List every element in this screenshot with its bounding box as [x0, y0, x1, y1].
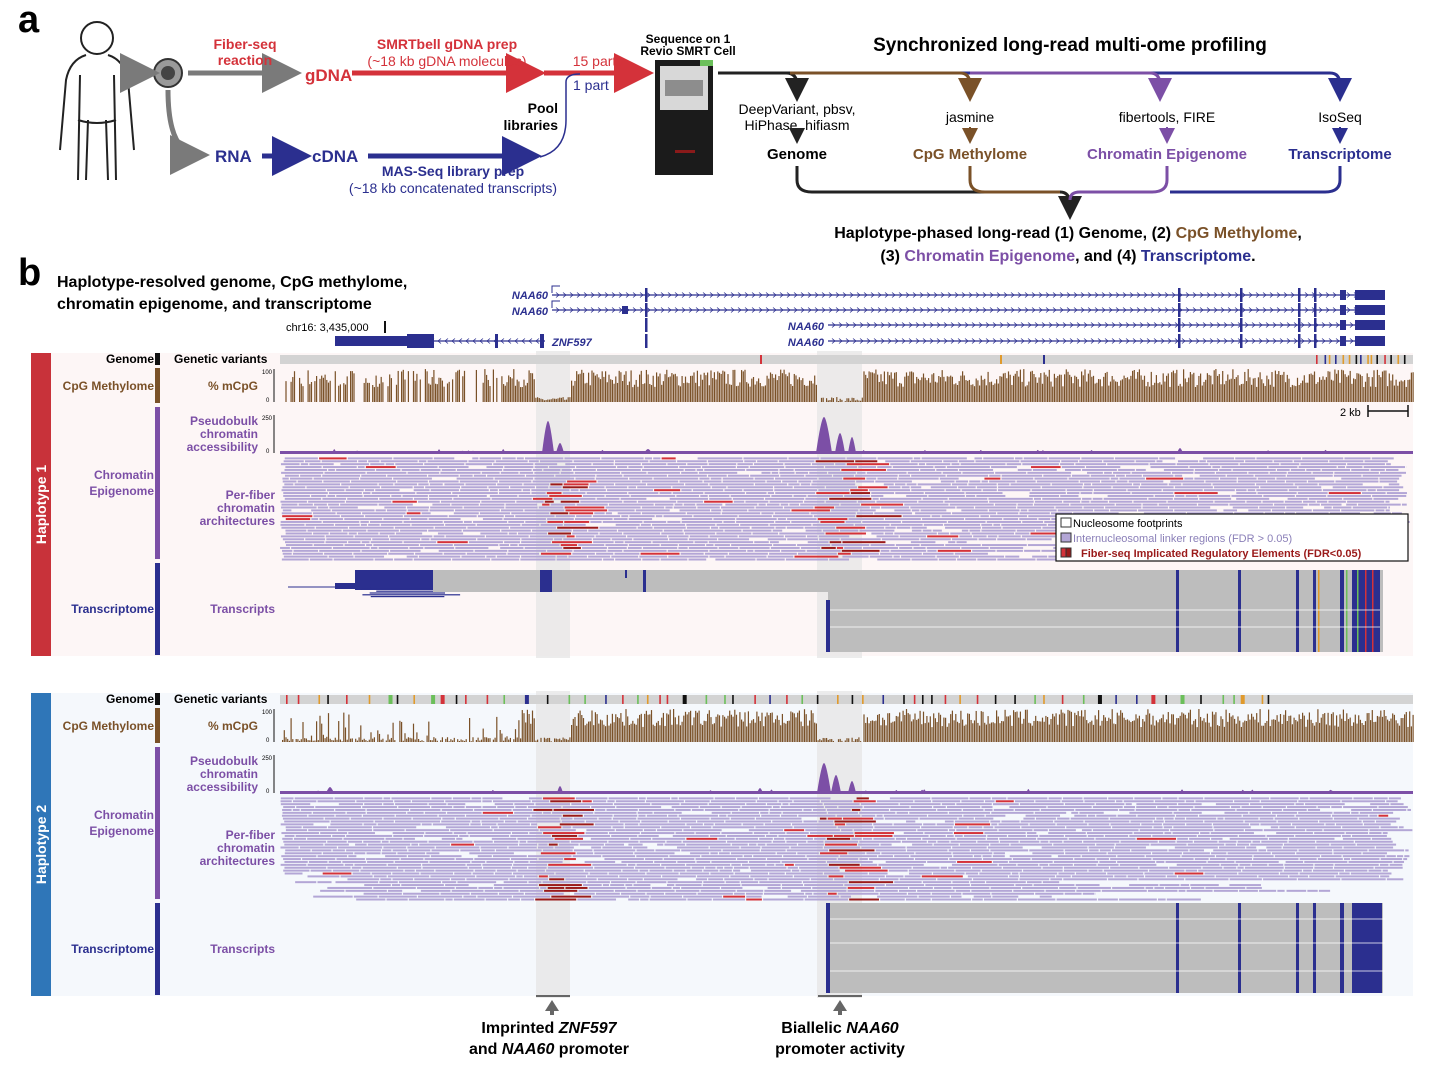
tool-transcript: IsoSeq	[1318, 109, 1362, 125]
track-label-pseudobulk: Pseudobulk	[190, 414, 258, 428]
svg-text:100: 100	[262, 710, 273, 716]
track-label-perfiber: chromatin	[217, 841, 275, 855]
legend-fire: Fiber-seq Implicated Regulatory Elements…	[1081, 548, 1362, 560]
tool-chromatin: fibertools, FIRE	[1119, 109, 1215, 125]
coordinate-label: chr16: 3,435,000	[286, 322, 369, 334]
svg-text:0: 0	[266, 398, 270, 404]
track-label-pseudobulk: accessibility	[187, 780, 259, 794]
gene-naa60-1: NAA60	[512, 290, 549, 302]
sequencer-icon	[655, 60, 713, 175]
fiberseq-label-1: Fiber-seq	[213, 36, 276, 52]
masseq-label-2: (~18 kb concatenated transcripts)	[349, 180, 557, 196]
track-label-mcpg: % mCpG	[208, 719, 258, 733]
gene-models: chr16: 3,435,000 NAA60 NAA60 NAA60 NAA60…	[286, 285, 1385, 349]
output-genome: Genome	[767, 146, 827, 163]
sequence-label-2: Revio SMRT Cell	[640, 44, 735, 58]
fiberseq-label-2: reaction	[218, 52, 272, 68]
track-label-pseudobulk: Pseudobulk	[190, 754, 258, 768]
svg-text:0: 0	[266, 789, 270, 795]
legend-nucleosome: Nucleosome footprints	[1073, 518, 1183, 530]
side-label-chromatin-1: Chromatin	[94, 468, 154, 482]
annotation-naa60: Biallelic NAA60 promoter activity	[775, 995, 905, 1058]
gdna-label: gDNA	[305, 66, 352, 85]
track-label-pseudobulk: chromatin	[200, 767, 258, 781]
svg-text:promoter activity: promoter activity	[775, 1041, 905, 1058]
tool-methyl: jasmine	[945, 109, 994, 125]
side-label-methyl: CpG Methylome	[63, 719, 155, 733]
annotation-znf597: Imprinted ZNF597 and NAA60 promoter	[469, 995, 629, 1058]
output-transcript: Transcriptome	[1288, 146, 1391, 163]
cdna-label: cDNA	[312, 147, 358, 166]
output-methyl: CpG Methylome	[913, 146, 1027, 163]
track-label-transcripts: Transcripts	[210, 942, 275, 956]
sequence-label-1: Sequence on 1	[646, 32, 731, 46]
panel-b-label: b	[18, 252, 41, 294]
track-label-perfiber: architectures	[200, 514, 276, 528]
parts15-label: 15 parts	[573, 53, 624, 69]
svg-text:250: 250	[262, 416, 273, 422]
svg-text:100: 100	[262, 370, 273, 376]
rna-label: RNA	[215, 147, 252, 166]
track-label-transcripts: Transcripts	[210, 602, 275, 616]
haplotype-2-label: Haplotype 2	[33, 805, 49, 885]
scale-label: 2 kb	[1340, 407, 1361, 419]
side-label-transcriptome: Transcriptome	[71, 942, 154, 956]
track-label-pseudobulk: chromatin	[200, 427, 258, 441]
gene-naa60-3: NAA60	[788, 321, 825, 333]
track-label-mcpg: % mCpG	[208, 379, 258, 393]
svg-text:250: 250	[262, 756, 273, 762]
gene-naa60-4: NAA60	[788, 337, 825, 349]
side-label-chromatin-2: Epigenome	[89, 484, 154, 498]
panel-b-title-1: Haplotype-resolved genome, CpG methylome…	[57, 274, 407, 291]
track-label-perfiber: architectures	[200, 854, 276, 868]
smrtbell-label-1: SMRTbell gDNA prep	[377, 36, 517, 52]
output-chromatin: Chromatin Epigenome	[1087, 146, 1247, 163]
side-label-methyl: CpG Methylome	[63, 379, 155, 393]
pool-label-1: Pool	[528, 100, 558, 116]
human-icon	[59, 21, 135, 181]
legend-linker: Internucleosomal linker regions (FDR > 0…	[1073, 533, 1292, 545]
legend: Nucleosome footprints Internucleosomal l…	[1055, 513, 1409, 562]
summary-line-2: (3) Chromatin Epigenome, and (4) Transcr…	[880, 248, 1255, 265]
cell-icon	[153, 58, 183, 88]
svg-text:0: 0	[266, 738, 270, 744]
side-label-chromatin-2: Epigenome	[89, 824, 154, 838]
part1-label: 1 part	[573, 77, 609, 93]
gene-naa60-2: NAA60	[512, 306, 549, 318]
tool-genome-1: DeepVariant, pbsv,	[739, 101, 856, 117]
smrtbell-label-2: (~18 kb gDNA molecules)	[367, 53, 526, 69]
track-label-perfiber: Per-fiber	[226, 828, 276, 842]
gene-znf597: ZNF597	[551, 337, 593, 349]
track-label-perfiber: Per-fiber	[226, 488, 276, 502]
track-label-pseudobulk: accessibility	[187, 440, 259, 454]
track-label-variants: Genetic variants	[174, 692, 268, 706]
side-label-genome: Genome	[106, 352, 154, 366]
tool-genome-2: HiPhase, hifiasm	[744, 117, 849, 133]
summary-line-1: Haplotype-phased long-read (1) Genome, (…	[834, 225, 1302, 242]
side-label-genome: Genome	[106, 692, 154, 706]
side-label-chromatin-1: Chromatin	[94, 808, 154, 822]
track-label-perfiber: chromatin	[217, 501, 275, 515]
haplotype-1-label: Haplotype 1	[33, 465, 49, 545]
side-label-transcriptome: Transcriptome	[71, 602, 154, 616]
svg-text:Biallelic NAA60: Biallelic NAA60	[781, 1020, 898, 1037]
sync-title: Synchronized long-read multi-ome profili…	[873, 35, 1267, 56]
panel-b-title-2: chromatin epigenome, and transcriptome	[57, 296, 372, 313]
svg-text:and NAA60 promoter: and NAA60 promoter	[469, 1041, 629, 1058]
masseq-label-1: MAS-Seq library prep	[382, 163, 524, 179]
svg-text:Imprinted ZNF597: Imprinted ZNF597	[481, 1020, 617, 1037]
svg-text:0: 0	[266, 449, 270, 455]
track-label-variants: Genetic variants	[174, 352, 268, 366]
pool-label-2: libraries	[504, 117, 559, 133]
panel-a-label: a	[18, 0, 40, 41]
